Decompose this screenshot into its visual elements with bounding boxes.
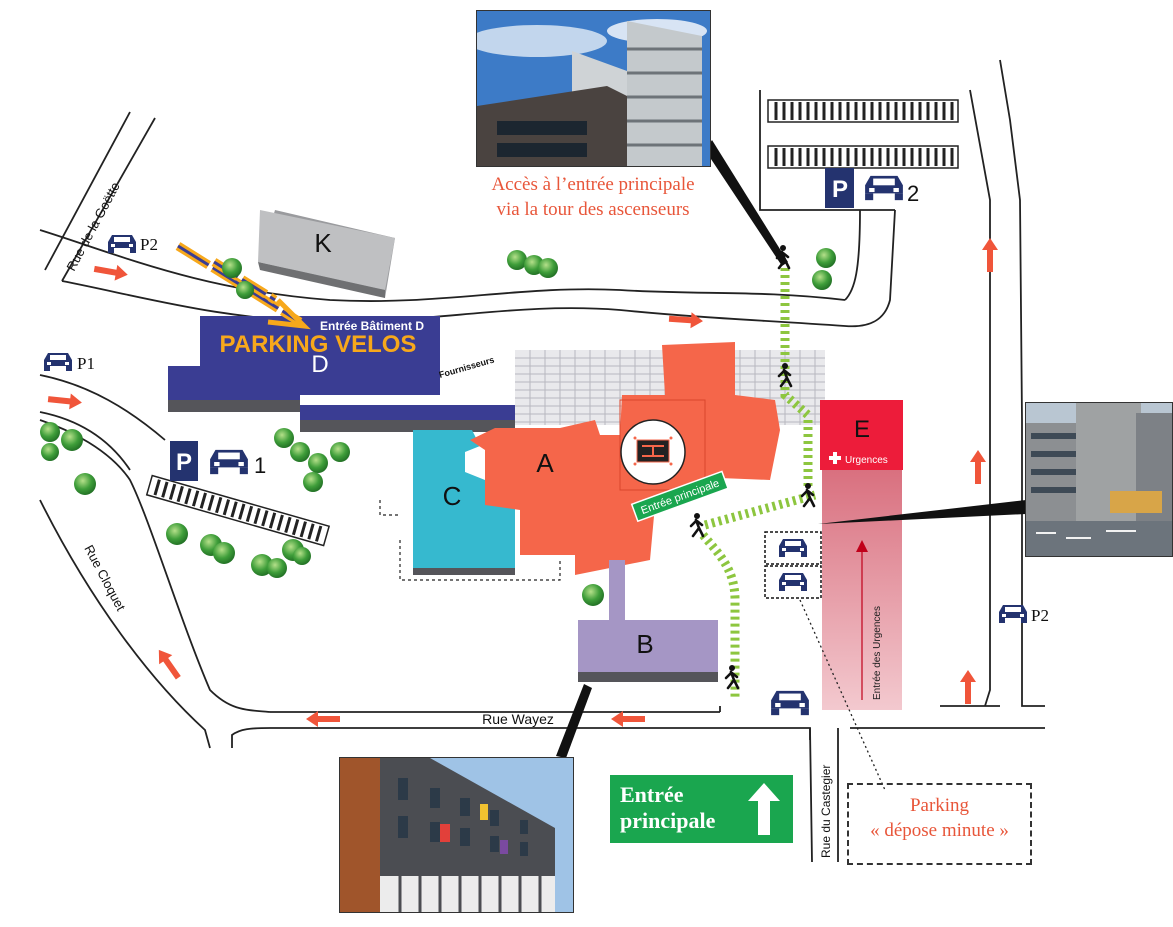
building-c-label: C (443, 481, 462, 511)
parking-stripes-top (767, 99, 959, 169)
pedestrian-paths (699, 268, 817, 700)
fournisseurs-label: Fournisseurs (438, 355, 496, 380)
callout-bottom-photo (556, 684, 592, 758)
annotation-elevator-line2: via la tour des ascenseurs (496, 199, 690, 220)
main-entrance-sign[interactable]: Entrée principale (610, 775, 793, 843)
building-e-label: E (854, 416, 870, 443)
emergency-zone[interactable]: Entrée des Urgences (822, 470, 902, 710)
entree-batiment-d-label: Entrée Bâtiment D (320, 319, 424, 333)
p2-label-right: P2 (1031, 606, 1049, 625)
building-a[interactable]: A (470, 342, 780, 575)
parking-1-p-letter: P (176, 449, 192, 476)
building-e[interactable]: E Urgences (820, 400, 903, 470)
building-d-label: D (311, 351, 328, 378)
urgences-label: Urgences (845, 455, 888, 466)
dropoff-line2: « dépose minute » (870, 820, 1009, 841)
street-cloquet: Rue Cloquet (81, 542, 128, 613)
arrow-up-icon (748, 783, 780, 835)
parking-1[interactable]: P 1 (170, 441, 266, 481)
trees (40, 248, 836, 606)
annotation-elevator-tower: Accès à l’entrée principale via la tour … (468, 172, 718, 222)
p2-label-left: P2 (140, 235, 158, 254)
photo-emergency-entrance (1025, 402, 1173, 557)
red-cross-icon (829, 452, 841, 464)
parking-wayez-car[interactable] (771, 690, 809, 716)
dropoff-parking-box: Parking « dépose minute » (847, 783, 1032, 865)
callout-top-photo (705, 140, 788, 266)
building-b[interactable]: B (578, 560, 718, 682)
elevator-tower-icon (633, 436, 673, 466)
parking-2[interactable]: P 2 (825, 168, 919, 208)
parking-stripes-p1 (145, 474, 331, 547)
photo-elevator-tower (476, 10, 711, 167)
main-entrance-sign-line2: principale (620, 808, 716, 833)
entree-urgences-label: Entrée des Urgences (872, 606, 883, 700)
building-k[interactable]: K (258, 210, 395, 298)
parking-1-number: 1 (254, 453, 266, 478)
street-goette: Rue de la Goëtte (63, 180, 122, 274)
dropoff-spaces[interactable] (764, 531, 886, 791)
street-castegier: Rue du Castegier (819, 765, 833, 858)
building-a-label: A (536, 448, 554, 478)
callout-right-photo (818, 500, 1026, 524)
parking-2-number: 2 (907, 181, 919, 206)
photo-building-b (339, 757, 574, 913)
roads (39, 59, 1045, 863)
parking-p1[interactable]: P1 (44, 353, 95, 373)
parking-velos-label: PARKING VELOS (220, 331, 417, 358)
annotation-elevator-line1: Accès à l’entrée principale (491, 174, 695, 195)
dropoff-line1: Parking (909, 795, 970, 816)
dropoff-parking-annotation: Parking « dépose minute » (849, 793, 1030, 843)
parking-p2-right[interactable]: P2 (999, 605, 1049, 625)
building-b-label: B (636, 629, 653, 659)
street-wayez: Rue Wayez (482, 711, 554, 727)
building-d[interactable]: D Entrée Bâtiment D PARKING VELOS (168, 316, 515, 432)
main-entrance-sign-line1: Entrée (620, 782, 684, 807)
building-c[interactable]: C (413, 430, 515, 575)
building-k-label: K (314, 228, 332, 258)
p1-label: P1 (77, 354, 95, 373)
parking-2-p-letter: P (832, 176, 848, 203)
parking-p2-topleft[interactable]: P2 (108, 235, 158, 254)
